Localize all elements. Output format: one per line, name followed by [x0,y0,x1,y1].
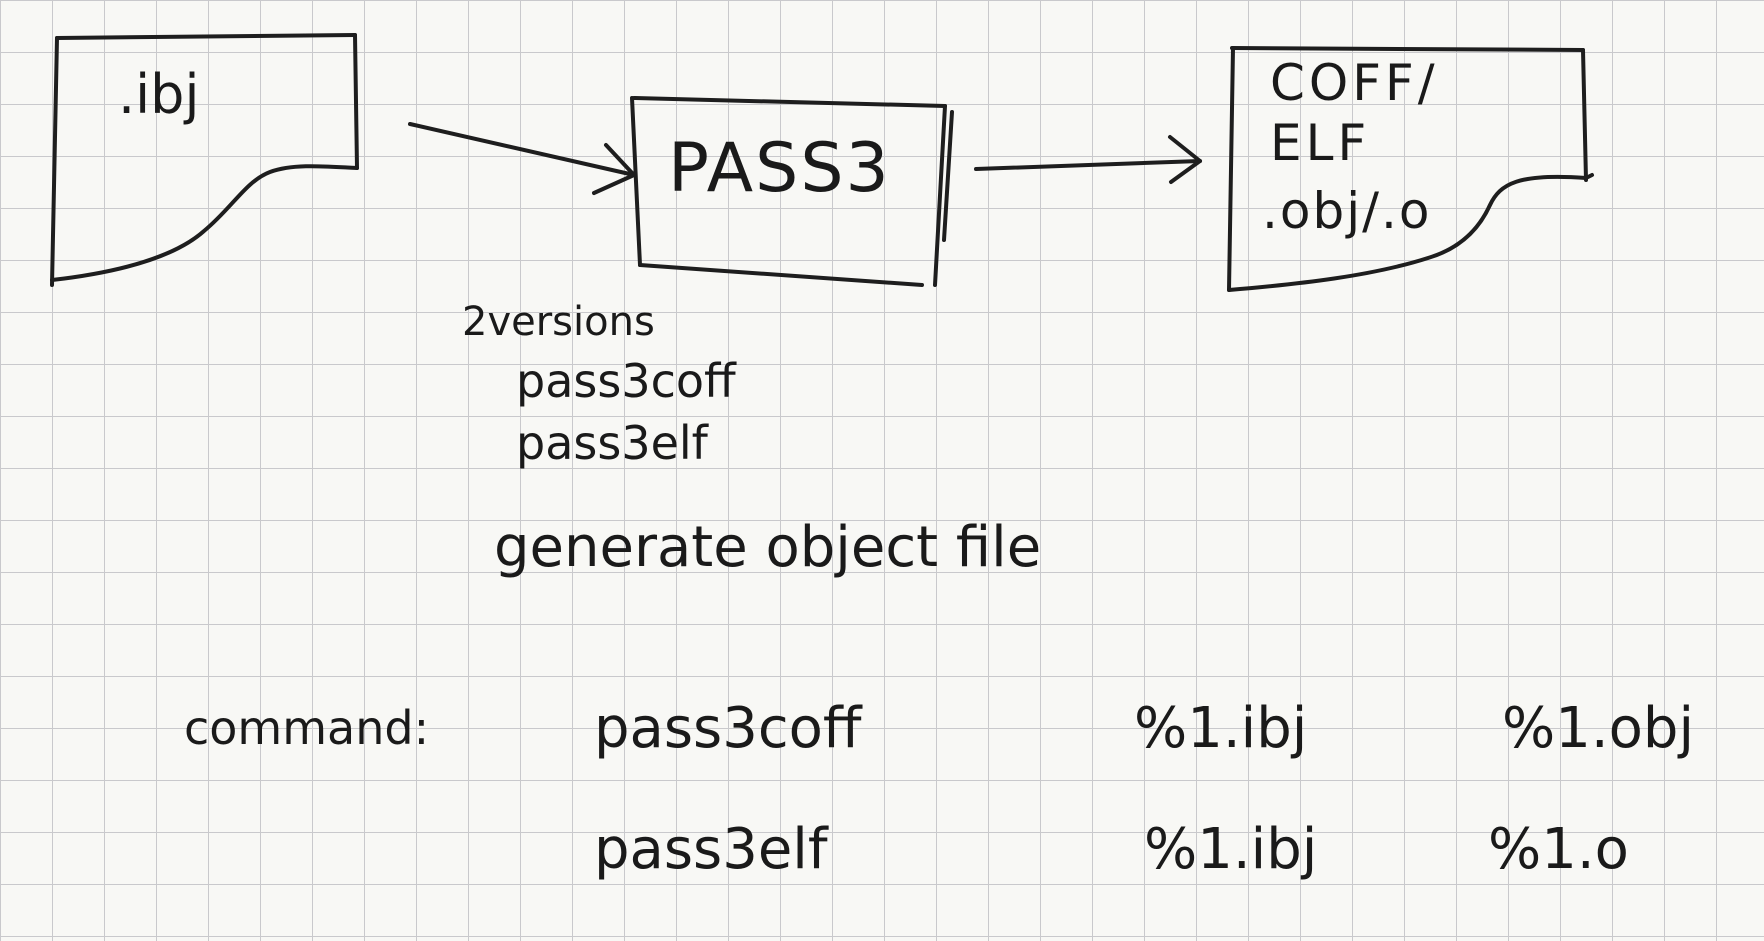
command-row1-program: pass3coff [594,696,862,761]
input-file-label: .ibj [118,63,200,126]
command-label: command: [184,701,430,755]
command-row2-input: %1.ibj [1144,817,1318,882]
version-elf-label: pass3elf [516,416,708,470]
command-row2-program: pass3elf [594,817,828,882]
versions-title: 2versions [462,299,655,345]
input-arrow [408,122,636,195]
process-label: PASS3 [668,129,891,208]
process-box [630,96,954,287]
command-row1-output: %1.obj [1502,696,1695,761]
output-file-format-line1: COFF/ [1270,54,1439,112]
version-coff-label: pass3coff [516,354,736,408]
command-row2-output: %1.o [1488,817,1629,882]
command-row1-input: %1.ibj [1134,696,1308,761]
output-file-format-line2: ELF [1270,114,1371,172]
output-file-extension-label: .obj/.o [1262,182,1432,240]
output-arrow [974,135,1202,184]
description-label: generate object file [494,515,1042,580]
output-file-shape [1227,46,1594,292]
input-file-shape [50,33,359,287]
